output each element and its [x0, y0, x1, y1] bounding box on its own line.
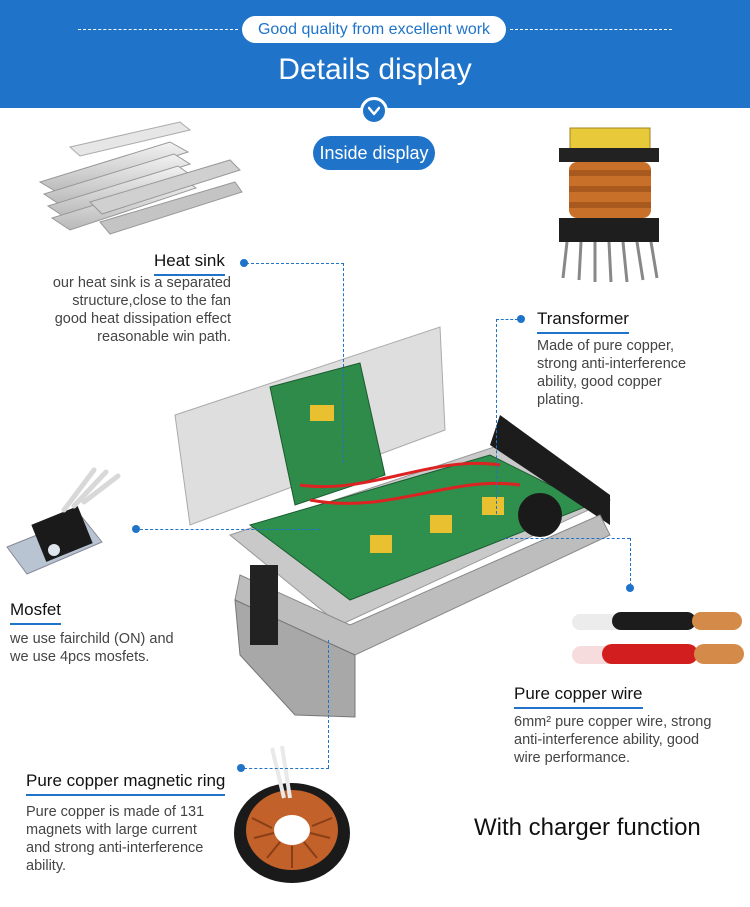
transformer-line: ability, good copper [537, 374, 662, 390]
heat-sink-image [38, 121, 243, 235]
transformer-title: Transformer [537, 309, 629, 334]
chevron-down-icon [360, 97, 388, 125]
transformer-marker [517, 315, 525, 323]
magnetic-ring-line: ability. [26, 858, 67, 874]
copper-wire-description: 6mm² pure copper wire, strong anti-inter… [514, 713, 744, 767]
heat-sink-connector-h [246, 263, 344, 264]
mosfet-description: we use fairchild (ON) and we use 4pcs mo… [10, 630, 210, 666]
transformer-connector-v [496, 319, 497, 514]
magnetic-ring-image [234, 745, 350, 883]
copper-wire-title: Pure copper wire [514, 684, 643, 709]
transformer-image [559, 127, 659, 283]
heat-sink-title: Heat sink [154, 251, 225, 276]
copper-wire-line: wire performance. [514, 750, 631, 766]
heat-sink-line: reasonable win path. [97, 329, 231, 345]
mosfet-marker [132, 525, 140, 533]
copper-wire-marker [626, 584, 634, 592]
heat-sink-marker [240, 259, 248, 267]
magnetic-ring-description: Pure copper is made of 131 magnets with … [26, 803, 231, 875]
heat-sink-line: good heat dissipation effect [54, 311, 231, 327]
copper-wire-image [572, 612, 744, 664]
divider-left [78, 29, 238, 30]
magnetic-ring-title: Pure copper magnetic ring [26, 771, 226, 796]
inverter-image [174, 326, 612, 718]
copper-wire-line: 6mm² pure copper wire, strong [514, 714, 712, 730]
page-title: Details display [278, 53, 472, 86]
mosfet-title: Mosfet [10, 600, 62, 625]
transformer-connector-h [496, 319, 518, 320]
tagline-pill: Good quality from excellent work [242, 16, 506, 43]
magnetic-ring-line: Pure copper is made of 131 [26, 804, 205, 820]
mosfet-image [6, 467, 121, 575]
copper-wire-connector-v [630, 538, 631, 586]
magnetic-ring-connector-v [328, 640, 329, 768]
divider-right [510, 29, 672, 30]
heat-sink-description: our heat sink is a separated structure,c… [20, 274, 231, 346]
mosfet-line: we use fairchild (ON) and [10, 631, 174, 647]
heat-sink-connector-v [343, 263, 344, 463]
transformer-line: plating. [537, 392, 584, 408]
copper-wire-line: anti-interference ability, good [514, 732, 700, 748]
copper-wire-connector-h [505, 538, 630, 539]
mosfet-connector-h [140, 529, 320, 530]
magnetic-ring-connector-h [244, 768, 329, 769]
transformer-description: Made of pure copper, strong anti-interfe… [537, 337, 737, 409]
magnetic-ring-marker [237, 764, 245, 772]
heat-sink-line: our heat sink is a separated [52, 275, 231, 291]
magnetic-ring-line: and strong anti-interference [26, 840, 204, 856]
charger-function-text: With charger function [474, 814, 701, 841]
transformer-line: strong anti-interference [537, 356, 687, 372]
mosfet-line: we use 4pcs mosfets. [10, 649, 150, 665]
header-banner: Good quality from excellent work Details… [0, 0, 750, 108]
transformer-line: Made of pure copper, [537, 338, 675, 354]
heat-sink-line: structure,close to the fan [72, 293, 231, 309]
magnetic-ring-line: magnets with large current [26, 822, 197, 838]
inside-display-badge: Inside display [313, 136, 435, 170]
